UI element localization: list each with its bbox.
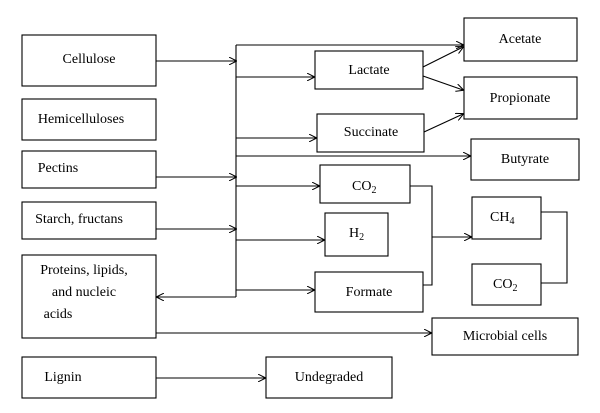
node-hemicelluloses: Hemicelluloses (21, 98, 157, 141)
node-proteins-label-line3: acids (44, 307, 73, 322)
connectors (156, 45, 568, 378)
node-succinate: Succinate (316, 113, 425, 153)
edge-co2-formate-bracket (410, 185, 433, 286)
node-co2-intermediate: CO2 (319, 164, 411, 204)
node-proteins-label-line1: Proteins, lipids, (40, 263, 128, 278)
node-lactate: Lactate (314, 50, 424, 90)
node-undegraded-label: Undegraded (295, 370, 363, 385)
node-ch4: CH4 (471, 196, 542, 240)
edge-succinate-to-propionate (423, 114, 463, 133)
node-propionate-label: Propionate (490, 91, 551, 106)
node-starch-fructans: Starch, fructans (21, 201, 157, 240)
node-pectins: Pectins (21, 150, 157, 189)
node-acetate: Acetate (463, 17, 578, 62)
node-lactate-label: Lactate (348, 63, 389, 78)
node-ch4-label: CH4 (490, 210, 514, 227)
node-starch-fructans-label: Starch, fructans (35, 212, 123, 227)
node-cellulose: Cellulose (21, 34, 157, 87)
node-co2-intermediate-label: CO2 (352, 179, 376, 196)
node-butyrate-label: Butyrate (501, 152, 549, 167)
edge-ch4-co2-bracket (541, 211, 568, 284)
node-co2-product: CO2 (471, 263, 542, 306)
edge-lactate-to-acetate (422, 47, 463, 68)
node-undegraded: Undegraded (265, 356, 393, 399)
node-microbial-cells-label: Microbial cells (463, 329, 547, 344)
node-microbial-cells: Microbial cells (431, 317, 579, 356)
node-formate: Formate (314, 271, 424, 313)
node-hemicelluloses-label: Hemicelluloses (38, 112, 124, 127)
node-pectins-label: Pectins (38, 161, 78, 176)
node-co2-product-label: CO2 (493, 277, 517, 294)
node-butyrate: Butyrate (470, 138, 580, 181)
node-acetate-label: Acetate (499, 32, 542, 47)
node-cellulose-label: Cellulose (63, 52, 116, 67)
edge-lactate-to-propionate (422, 75, 463, 90)
node-lignin: Lignin (21, 356, 157, 399)
node-succinate-label: Succinate (344, 125, 398, 140)
node-lignin-label: Lignin (44, 370, 81, 385)
node-h2-label: H2 (349, 226, 364, 243)
node-formate-label: Formate (346, 285, 393, 300)
node-proteins-label-line2: and nucleic (52, 285, 116, 300)
node-h2: H2 (324, 212, 389, 257)
node-proteins-lipids-nucleic-acids: Proteins, lipids, and nucleic acids (21, 254, 157, 339)
node-propionate: Propionate (463, 76, 578, 120)
